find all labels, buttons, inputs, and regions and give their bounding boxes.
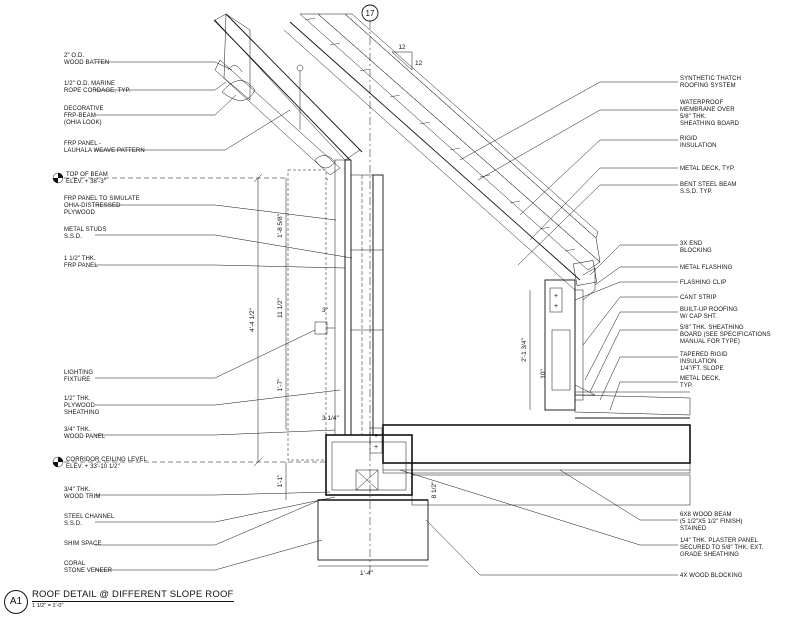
grid-line-17: 17 <box>361 4 379 575</box>
lower-roof-eave <box>213 13 363 181</box>
slope-rise: 12 <box>398 44 406 51</box>
label-metal-flashing: METAL FLASHING <box>680 265 733 271</box>
label-metal-deck-typ: METAL DECK, TYP. <box>680 166 735 172</box>
right-leaders <box>399 81 678 576</box>
detail-tag: A1 <box>4 590 28 614</box>
label-wood-trim: 3/4" THK.WOOD TRIM <box>64 487 100 500</box>
left-leaders <box>95 61 353 571</box>
dim-d8: 10" <box>540 369 547 379</box>
flat-roof-assembly: + + <box>382 267 691 506</box>
label-metal-deck: METAL DECK,TYP. <box>680 376 721 389</box>
corridor-ceiling-beam: + + <box>317 427 429 561</box>
dim-d7: 2'-1 3/4" <box>521 337 528 361</box>
svg-text:+: + <box>374 444 378 451</box>
steep-roof-assembly <box>283 13 601 291</box>
drawing-title: ROOF DETAIL @ DIFFERENT SLOPE ROOF <box>32 589 234 602</box>
dim-d3: 3" <box>322 307 329 314</box>
label-frp-panel-lauhala: FRP PANEL -LAUHALA WEAVE PATTERN <box>64 141 145 154</box>
dim-overall: 4'-4 1/2" <box>249 307 256 331</box>
drawing-title-block: A1 ROOF DETAIL @ DIFFERENT SLOPE ROOF 1 … <box>4 588 264 618</box>
label-wood-beam: 6X8 WOOD BEAM(5 1/2"X5 1/2" FINISH)STAIN… <box>680 512 742 532</box>
svg-text:+: + <box>374 433 378 440</box>
label-wood-panel: 3/4" THK.WOOD PANEL <box>64 427 106 440</box>
dim-d6: 1'-1" <box>277 474 284 488</box>
dim-d5: 3 1/4" <box>322 415 339 422</box>
svg-text:+: + <box>554 293 558 300</box>
slope-run: 12 <box>415 60 423 67</box>
label-flashing-clip: FLASHING CLIP <box>680 280 726 286</box>
elevation-markers <box>52 172 326 468</box>
label-wood-batten: 2" O.D.WOOD BATTEN <box>64 53 109 66</box>
label-shim-space: SHIM SPACE <box>64 541 102 547</box>
dimension-lines: 4'-4 1/2" 1'-8 5/8" 11 1/2" 3" 1'-7" 3 1… <box>249 173 547 577</box>
dim-d10: 1'-4" <box>360 570 374 577</box>
grid-bubble-label: 17 <box>366 9 375 18</box>
dim-d4: 1'-7" <box>277 378 284 392</box>
dim-d9: 8 1/2" <box>431 481 438 498</box>
drawing-scale: 1 1/2" = 1'-0" <box>32 603 64 609</box>
svg-text:+: + <box>554 303 558 310</box>
dim-d1: 1'-8 5/8" <box>277 213 284 237</box>
label-wood-blocking: 4X WOOD BLOCKING <box>680 573 743 579</box>
label-frp-panel-1-1-2: 1 1/2" THK.FRP PANEL <box>64 256 98 269</box>
dim-d2: 11 1/2" <box>277 297 284 318</box>
label-cant-strip: CANT STRIP <box>680 295 717 301</box>
slope-indicator: 12 12 <box>391 44 423 71</box>
